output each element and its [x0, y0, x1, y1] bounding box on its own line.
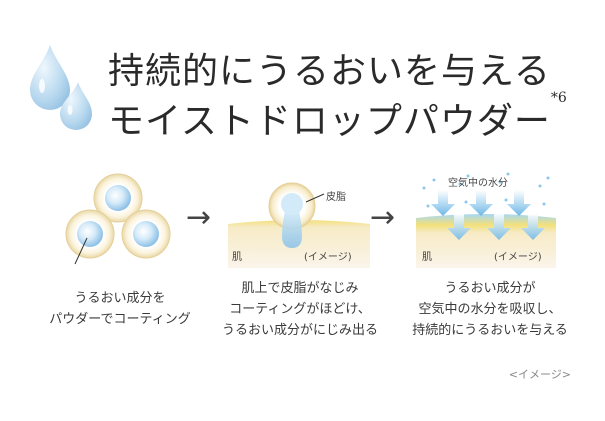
flow-arrow-2: → — [370, 200, 396, 235]
step-3-caption: うるおい成分が 空気中の水分を吸収し、 持続的にうるおいを与える — [380, 278, 600, 341]
image-label-step3: (イメージ) — [494, 252, 542, 263]
step-2-caption-line: コーティングがほどけ、 — [229, 302, 371, 317]
flow-arrow-1: → — [186, 200, 212, 235]
step-2-caption: 肌上で皮脂がなじみ コーティングがほどけ、 うるおい成分がにじみ出る — [190, 278, 410, 341]
step-2-caption-line: 肌上で皮脂がなじみ — [241, 281, 359, 296]
image-label-step2: (イメージ) — [304, 252, 352, 263]
coated-powder-illustration — [65, 173, 171, 265]
image-note: <イメージ> — [508, 368, 571, 381]
step-3-caption-line: 持続的にうるおいを与える — [412, 323, 568, 338]
headline-line-2-text: モイストドロップパウダー — [108, 101, 551, 142]
step-1-caption-line: パウダーでコーティング — [49, 312, 191, 327]
skin-label-step2: 肌 — [232, 252, 242, 263]
step-3-caption-line: 空気中の水分を吸収し、 — [418, 302, 562, 317]
sebum-label: 皮脂 — [326, 192, 346, 203]
footnote-mark: *6 — [550, 90, 567, 106]
air-moisture-label: 空気中の水分 — [448, 178, 508, 189]
step-1-caption: うるおい成分を パウダーでコーティング — [10, 288, 230, 330]
headline-line-2: モイストドロップパウダー*6 — [108, 90, 567, 144]
step-1-caption-line: うるおい成分を — [74, 291, 166, 306]
moisture-absorb-illustration — [416, 172, 556, 268]
skin-label-step3: 肌 — [422, 252, 432, 263]
headline-line-1: 持続的にうるおいを与える — [108, 51, 551, 92]
step-2-caption-line: うるおい成分がにじみ出る — [221, 323, 378, 338]
water-drop-icon — [30, 45, 92, 130]
step-3-caption-line: うるおい成分が — [444, 281, 536, 296]
sebum-dissolve-illustration — [228, 182, 370, 268]
